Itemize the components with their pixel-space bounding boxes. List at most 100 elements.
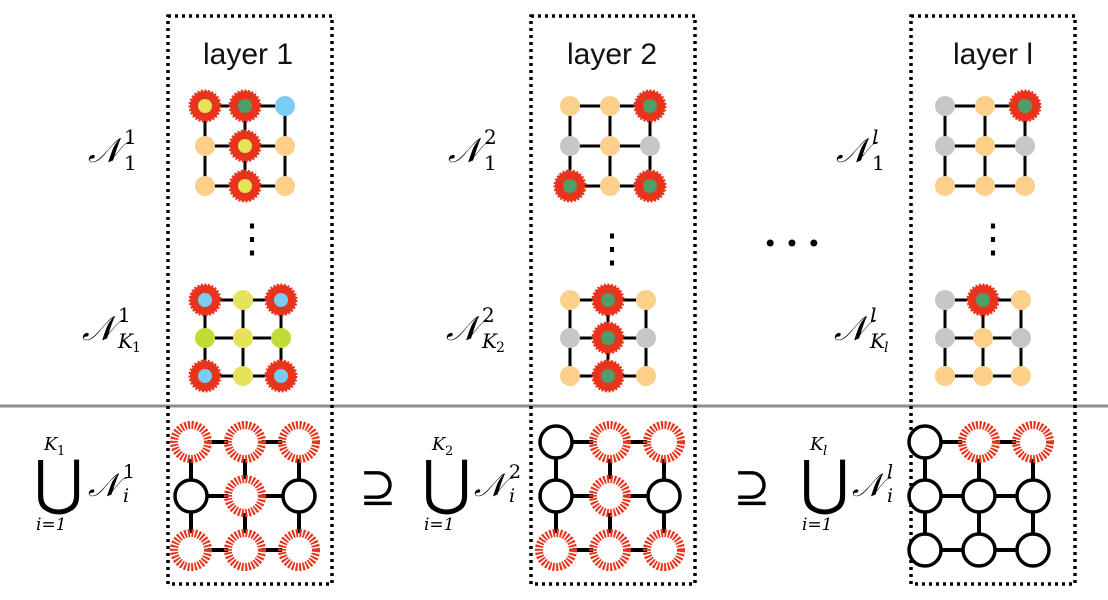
union-node — [1015, 532, 1051, 568]
node — [935, 176, 955, 196]
union-node-selected — [224, 475, 266, 517]
node-selected — [198, 369, 212, 383]
node-selected — [601, 369, 615, 383]
svg-text:K: K — [481, 329, 498, 353]
node — [195, 176, 215, 196]
layer-1-box — [166, 14, 334, 586]
node-selected — [198, 99, 212, 113]
svg-text:⋃: ⋃ — [422, 448, 471, 518]
svg-text:⋃: ⋃ — [800, 448, 849, 518]
svg-text:l: l — [884, 340, 888, 356]
union-label-layer-1: K 1 ⋃ 𝒩 1 i i=1 — [34, 434, 135, 535]
node — [600, 96, 620, 116]
layer-2-box — [529, 14, 697, 586]
svg-text:2: 2 — [496, 340, 505, 356]
node — [935, 328, 955, 348]
superset-symbol-2: ⊇ — [734, 462, 771, 513]
node — [1011, 366, 1031, 386]
union-node-selected — [278, 529, 320, 571]
union-node-selected — [535, 529, 577, 571]
svg-text:l: l — [872, 125, 878, 149]
union-node — [173, 478, 209, 514]
graph-grids — [170, 89, 1054, 571]
svg-text:1: 1 — [123, 461, 135, 483]
layer-1-top-grid — [188, 89, 295, 203]
svg-text:i: i — [123, 485, 129, 507]
layer-2-union-grid — [535, 421, 685, 571]
svg-text:𝒩: 𝒩 — [88, 466, 128, 504]
union-node — [1015, 478, 1051, 514]
node-selected — [238, 139, 252, 153]
union-node — [907, 532, 943, 568]
node — [636, 290, 656, 310]
node — [935, 136, 955, 156]
node — [1011, 290, 1031, 310]
svg-text:1: 1 — [124, 151, 137, 175]
label-N-1-1: 𝒩 1 1 — [88, 125, 137, 175]
svg-text:1: 1 — [132, 340, 141, 356]
svg-text:2: 2 — [445, 444, 453, 459]
svg-text:𝒩: 𝒩 — [852, 466, 892, 504]
layer-2-bottom-grid — [560, 283, 656, 393]
svg-text:2: 2 — [509, 461, 521, 483]
svg-text:l: l — [870, 303, 876, 327]
node-selected — [976, 293, 990, 307]
layer-l-box — [909, 14, 1077, 586]
union-node — [538, 478, 574, 514]
node — [935, 96, 955, 116]
node-selected — [274, 369, 288, 383]
node — [560, 96, 580, 116]
svg-text:i: i — [887, 485, 893, 507]
node — [233, 366, 253, 386]
union-node — [961, 532, 997, 568]
node — [973, 328, 993, 348]
node-selected — [274, 293, 288, 307]
layer-3-bottom-grid — [935, 283, 1031, 386]
union-node-selected — [170, 529, 212, 571]
node — [636, 366, 656, 386]
layer-3-top-grid — [935, 89, 1042, 196]
svg-text:i=1: i=1 — [36, 515, 67, 535]
node — [973, 366, 993, 386]
svg-text:K: K — [869, 329, 886, 353]
node — [233, 290, 253, 310]
node-selected — [643, 99, 657, 113]
node-selected — [563, 179, 577, 193]
layer-1-title: layer 1 — [203, 38, 293, 71]
superset-symbol-1: ⊇ — [360, 462, 397, 513]
node-selected — [238, 99, 252, 113]
svg-text:l: l — [823, 444, 827, 459]
union-node-selected — [589, 475, 631, 517]
node — [1015, 136, 1035, 156]
svg-text:i=1: i=1 — [424, 515, 455, 535]
union-node-selected — [1012, 421, 1054, 463]
union-node-selected — [643, 421, 685, 463]
hdots-between-layers: • • • — [763, 230, 821, 258]
vdots-layer-l: ⋮ — [973, 216, 1013, 262]
union-node — [538, 424, 574, 460]
layer-1-union-grid — [170, 421, 320, 571]
layer-2-title: layer 2 — [567, 38, 657, 71]
union-node-selected — [224, 421, 266, 463]
svg-text:K: K — [809, 434, 825, 455]
union-node-selected — [170, 421, 212, 463]
union-node-selected — [224, 529, 266, 571]
union-node-selected — [278, 421, 320, 463]
node-selected — [1018, 99, 1032, 113]
node — [600, 176, 620, 196]
union-node-selected — [643, 529, 685, 571]
node — [271, 328, 291, 348]
node-selected — [643, 179, 657, 193]
union-node-selected — [589, 529, 631, 571]
svg-text:⋃: ⋃ — [34, 448, 83, 518]
label-N-K2-2: 𝒩 2 K 2 — [446, 303, 505, 356]
layer-l-title: layer l — [953, 38, 1033, 71]
svg-text:1: 1 — [124, 125, 137, 149]
node-selected — [238, 179, 252, 193]
node — [275, 136, 295, 156]
node — [560, 290, 580, 310]
union-node-selected — [589, 421, 631, 463]
union-node-selected — [958, 421, 1000, 463]
node — [640, 136, 660, 156]
